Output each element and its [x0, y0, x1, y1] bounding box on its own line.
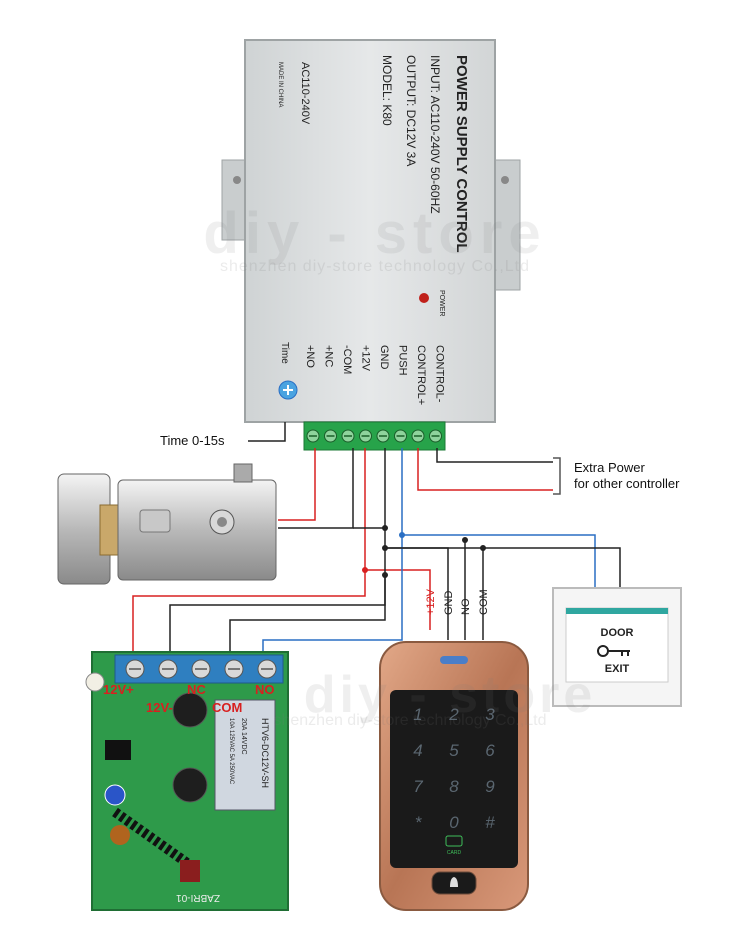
watermark-sub-2: shenzhen diy-store technology Co.,Ltd: [273, 712, 547, 729]
psu-terminal-block: [303, 421, 446, 451]
wire-push: [401, 448, 596, 590]
keypad-key[interactable]: 2: [448, 705, 459, 724]
relay-label-12v-minus: 12V-: [146, 700, 173, 715]
psu-terminal-labels: +NO +NC -COM +12V GND PUSH CONTROL+ CONTROL-: [304, 345, 446, 405]
watermark-main-2: diy - store: [303, 666, 597, 724]
keypad-key[interactable]: 0: [449, 813, 459, 832]
keypad-key[interactable]: #: [485, 813, 495, 832]
bell-icon: [450, 877, 458, 887]
psu-terminal-label: +NC: [323, 345, 335, 367]
access-keypad: 1 2 3 4 5 6 7 8 9 * 0 # CARD: [379, 641, 529, 911]
relay-module: [85, 651, 289, 911]
extra-power-sub-label: for other controller: [574, 476, 680, 491]
keypad-key[interactable]: 1: [413, 705, 422, 724]
psu-terminal-label: PUSH: [397, 345, 409, 376]
exit-button-label-door: DOOR: [601, 627, 634, 639]
relay-label-nc: NC: [187, 682, 206, 697]
watermark-sub: shenzhen diy-store technology Co.,Ltd: [219, 258, 531, 275]
psu-terminal-label: -COM: [341, 345, 353, 374]
relay-spec-1: 20A 14VDC: [240, 718, 247, 755]
psu-output: OUTPUT: DC12V 3A: [404, 55, 418, 166]
exit-button-label-exit: EXIT: [605, 663, 630, 675]
time-range-label: Time 0-15s: [160, 433, 225, 448]
keypad-key[interactable]: 9: [485, 777, 495, 796]
psu-terminal-label: GND: [378, 345, 390, 370]
wire-12v: [364, 448, 431, 630]
keypad-wire-labels: +12V GND NO COM: [425, 588, 490, 615]
keypad-key[interactable]: 6: [485, 741, 495, 760]
key-icon: [597, 645, 630, 657]
watermark-main: diy - store: [203, 201, 547, 266]
door-exit-button[interactable]: DOOR EXIT: [552, 587, 682, 707]
keypad-wire-label: +12V: [425, 588, 437, 615]
relay-board-label: ZABRI-01: [176, 892, 220, 903]
psu-power-label: POWER: [438, 290, 445, 316]
keypad-key[interactable]: 7: [413, 777, 423, 796]
wire-lock-no: [278, 448, 316, 521]
relay-label-no: NO: [255, 682, 275, 697]
card-reader-icon: [445, 835, 463, 847]
keypad-key[interactable]: 4: [413, 741, 422, 760]
extra-power-label: Extra Power: [574, 460, 645, 475]
psu-terminal-label: CONTROL-: [434, 345, 446, 403]
keypad-wire-label: GND: [443, 591, 455, 616]
power-supply-unit: [221, 39, 521, 423]
psu-model: MODEL: K80: [380, 55, 394, 126]
relay-label-12v-plus: 12V+: [103, 682, 134, 697]
card-label: CARD: [447, 850, 462, 856]
psu-ac: AC110-240V: [299, 62, 311, 125]
psu-time-label: Time: [279, 342, 290, 364]
keypad-wire-label: NO: [460, 598, 472, 615]
psu-terminal-label: CONTROL+: [415, 345, 427, 405]
keypad-key[interactable]: 5: [449, 741, 459, 760]
keypad-key[interactable]: 8: [449, 777, 459, 796]
psu-terminal-label: +12V: [360, 345, 372, 372]
keypad-key[interactable]: *: [415, 813, 423, 832]
wires: [132, 422, 621, 655]
keypad-wire-label: COM: [478, 589, 490, 615]
power-supply-body: [244, 39, 496, 423]
psu-made-in: MADE IN CHINA: [277, 62, 283, 107]
power-led-icon: [419, 293, 429, 303]
wire-gnd: [384, 448, 449, 640]
relay-label-com: COM: [212, 700, 242, 715]
relay-spec-2: 10A 125VAC 5A 250VAC: [228, 718, 234, 785]
psu-title: POWER SUPPLY CONTROL: [453, 55, 470, 253]
psu-input: INPUT: AC110-240V 50-60HZ: [428, 55, 442, 214]
keypad-key[interactable]: 3: [485, 705, 495, 724]
electric-lock: [57, 463, 277, 585]
psu-terminal-label: +NO: [304, 345, 316, 368]
relay-part-number: HTV6-DC12V-SH: [260, 718, 270, 788]
